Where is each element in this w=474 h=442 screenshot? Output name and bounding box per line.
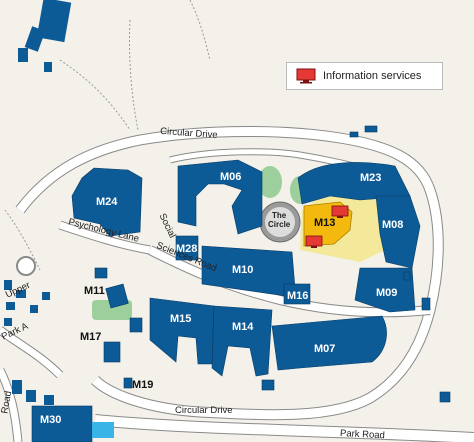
building-small [364, 125, 378, 133]
label-m08: M08 [382, 219, 403, 231]
building-small [439, 391, 451, 403]
building-m14[interactable] [211, 305, 273, 377]
building-m19[interactable] [123, 377, 133, 389]
monitor-icon [296, 68, 316, 84]
label-m24: M24 [96, 196, 118, 208]
building-m11[interactable] [105, 283, 129, 309]
building-small [129, 317, 143, 333]
building-m30[interactable] [31, 405, 93, 442]
label-the-circle-line1: The [272, 211, 287, 220]
map-legend: Information services [286, 62, 443, 90]
building-small [403, 271, 411, 281]
legend-label-information-services: Information services [323, 70, 422, 82]
label-m06: M06 [220, 171, 241, 183]
building-small [421, 297, 431, 311]
building-m24[interactable] [71, 167, 143, 237]
label-park-road: Park Road [340, 428, 385, 441]
information-services-marker[interactable] [305, 205, 349, 248]
building-small [261, 379, 275, 391]
label-m14: M14 [232, 321, 254, 333]
label-m16: M16 [287, 290, 308, 302]
the-circle-inner [265, 207, 295, 237]
left-road-fill [0, 368, 22, 442]
label-m28: M28 [176, 243, 197, 255]
upper-park-road-fill [0, 327, 63, 378]
building-m09[interactable] [354, 267, 416, 313]
monitor-icon [305, 235, 323, 247]
pool [92, 422, 114, 438]
label-m19: M19 [132, 379, 153, 391]
label-m23: M23 [360, 172, 381, 184]
building-m23[interactable] [297, 162, 411, 205]
roundabout [16, 256, 36, 276]
label-m09: M09 [376, 287, 397, 299]
social-sciences-road-fill [148, 246, 431, 317]
building-m17[interactable] [103, 341, 121, 363]
monitor-icon [331, 205, 349, 217]
label-the-circle-line2: Circle [268, 220, 291, 229]
building-m07[interactable] [271, 315, 387, 371]
label-m17: M17 [80, 331, 101, 343]
label-m15: M15 [170, 313, 191, 325]
residence-blocks [4, 0, 72, 405]
label-m13: M13 [314, 217, 335, 229]
label-circular-drive-bottom: Circular Drive [175, 405, 233, 416]
footpaths [4, 0, 211, 271]
circular-drive-road-fill [16, 127, 443, 420]
label-m07: M07 [314, 343, 335, 355]
building-m06[interactable] [177, 159, 263, 235]
building-small [349, 131, 359, 138]
label-m10: M10 [232, 264, 253, 276]
label-m11: M11 [84, 285, 105, 297]
building-small [94, 267, 108, 279]
label-m30: M30 [40, 414, 61, 426]
label-road-left: Road [0, 390, 14, 414]
building-m16[interactable] [283, 283, 311, 305]
building-m28[interactable] [175, 235, 199, 261]
psychology-lane-fill [58, 221, 151, 254]
label-circular-drive-top: Circular Drive [160, 126, 218, 141]
park-road-fill [94, 415, 474, 442]
